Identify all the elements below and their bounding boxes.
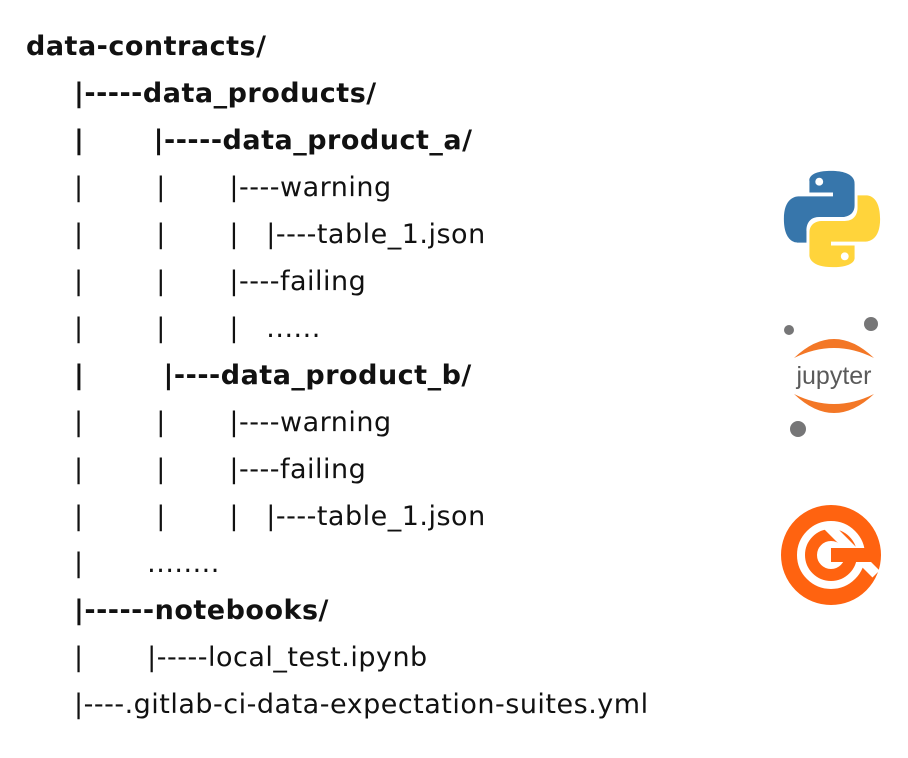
tree-line-root: data-contracts/ [26, 31, 267, 62]
tree-line-a-ellipsis: | | | ...... [74, 313, 321, 344]
tree-line-data-product-b: | |----data_product_b/ [74, 360, 472, 391]
tree-line-b-table-json: | | | |----table_1.json [74, 501, 486, 532]
tree-line-data-products: |-----data_products/ [74, 78, 377, 109]
jupyter-logo-icon: jupyter [778, 312, 890, 440]
tree-line-local-test-notebook: | |-----local_test.ipynb [74, 642, 428, 673]
tree-line-products-ellipsis: | ........ [74, 548, 220, 579]
jupyter-wordmark: jupyter [795, 362, 871, 390]
tree-line-gitlab-ci-file: |----.gitlab-ci-data-expectation-suites.… [74, 689, 649, 720]
tree-line-a-failing: | | |----failing [74, 266, 367, 297]
tree-line-a-table-json: | | | |----table_1.json [74, 219, 486, 250]
tree-line-b-warning: | | |----warning [74, 407, 392, 438]
python-logo-icon [778, 165, 886, 273]
tree-line-data-product-a: | |-----data_product_a/ [74, 125, 473, 156]
tree-line-a-warning: | | |----warning [74, 172, 392, 203]
great-expectations-logo-icon [776, 500, 886, 610]
tree-line-b-failing: | | |----failing [74, 454, 367, 485]
tree-line-notebooks: |------notebooks/ [74, 595, 329, 626]
